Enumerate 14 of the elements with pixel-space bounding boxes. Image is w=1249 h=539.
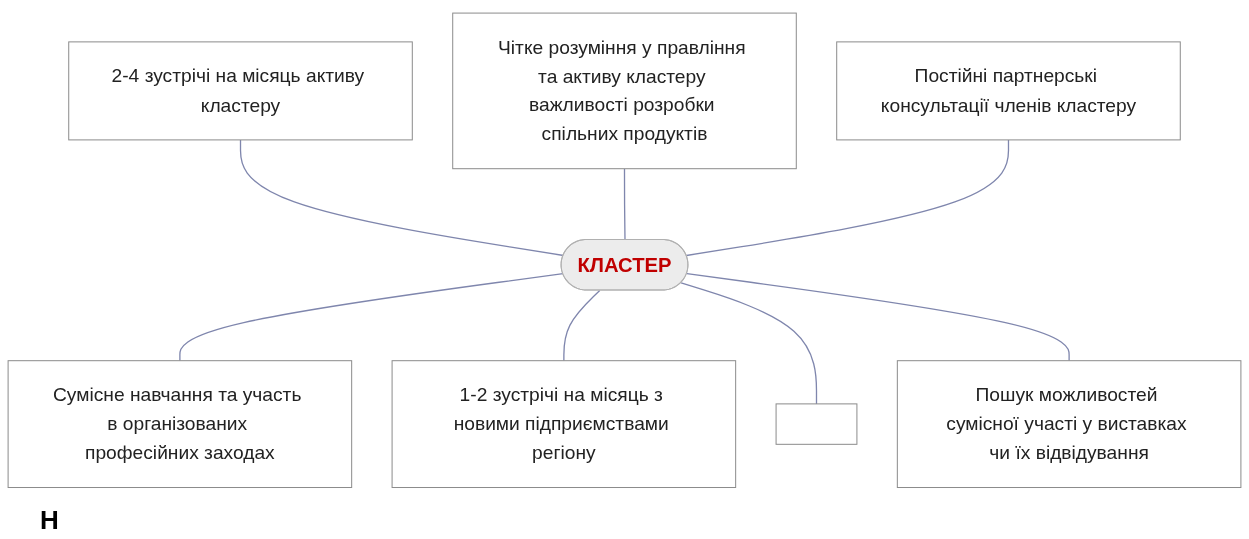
node-box <box>775 403 858 445</box>
node-box: Чітке розуміння у правління та активу кластеру важливості розробки спільних продуктів <box>452 12 797 169</box>
node-box: Постійні партнерські консультації членів кластеру <box>836 41 1181 141</box>
note-text: Н <box>40 505 59 535</box>
connector <box>179 272 564 362</box>
node-box: Пошук можливостей сумісної участі у виставках чи їх відвідування <box>896 359 1242 488</box>
connector <box>623 167 626 241</box>
connector <box>680 281 818 405</box>
node-box: 1-2 зустрічі на місяць з новими підприємствами регіону <box>391 359 737 488</box>
connector <box>686 272 1070 362</box>
node-box: 2-4 зустрічі на місяць активу кластеру <box>68 41 413 141</box>
connector <box>685 138 1010 256</box>
node-box: Сумісне навчання та участь в організованих професійних заходах <box>7 359 353 488</box>
connector <box>563 289 601 362</box>
